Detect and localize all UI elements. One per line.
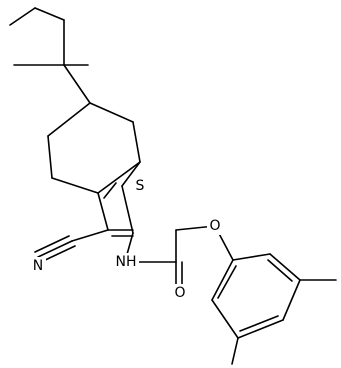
bond [282, 279, 301, 321]
atom-carbonyl-oxygen: O [172, 284, 188, 302]
bond [40, 245, 76, 263]
bond [63, 64, 91, 104]
bond [97, 161, 141, 194]
atom-label-o-ether: O [209, 218, 220, 234]
atom-label-s: S [136, 178, 145, 194]
bond [9, 7, 36, 26]
bond-lines [9, 7, 337, 365]
bond [34, 7, 65, 21]
atom-ether-oxygen: O [207, 217, 223, 235]
bond [51, 177, 99, 194]
bond [237, 319, 284, 339]
bond [239, 315, 279, 332]
atom-amide-nitrogen: NH [112, 253, 139, 271]
bond [211, 299, 239, 339]
bond [103, 182, 117, 199]
bond [231, 337, 239, 365]
bond [232, 253, 271, 261]
atom-sulfur: S [133, 177, 147, 196]
bond [121, 185, 134, 234]
bond [89, 102, 134, 123]
atom-nitrile-nitrogen: N [31, 257, 46, 275]
bond [269, 253, 301, 281]
bond [121, 161, 141, 187]
atom-label-nh: NH [116, 254, 137, 270]
bond [47, 102, 91, 137]
bond [267, 259, 293, 282]
bond [71, 229, 109, 242]
bond [47, 135, 53, 179]
bond [34, 235, 70, 253]
bond [37, 240, 73, 258]
bond [132, 121, 141, 163]
atom-label-o-carbonyl: O [174, 285, 185, 301]
atom-labels: S N NH O O [31, 177, 223, 302]
atom-label-n: N [33, 258, 43, 274]
bond [97, 192, 109, 231]
bond [211, 259, 234, 301]
bond [217, 265, 237, 299]
